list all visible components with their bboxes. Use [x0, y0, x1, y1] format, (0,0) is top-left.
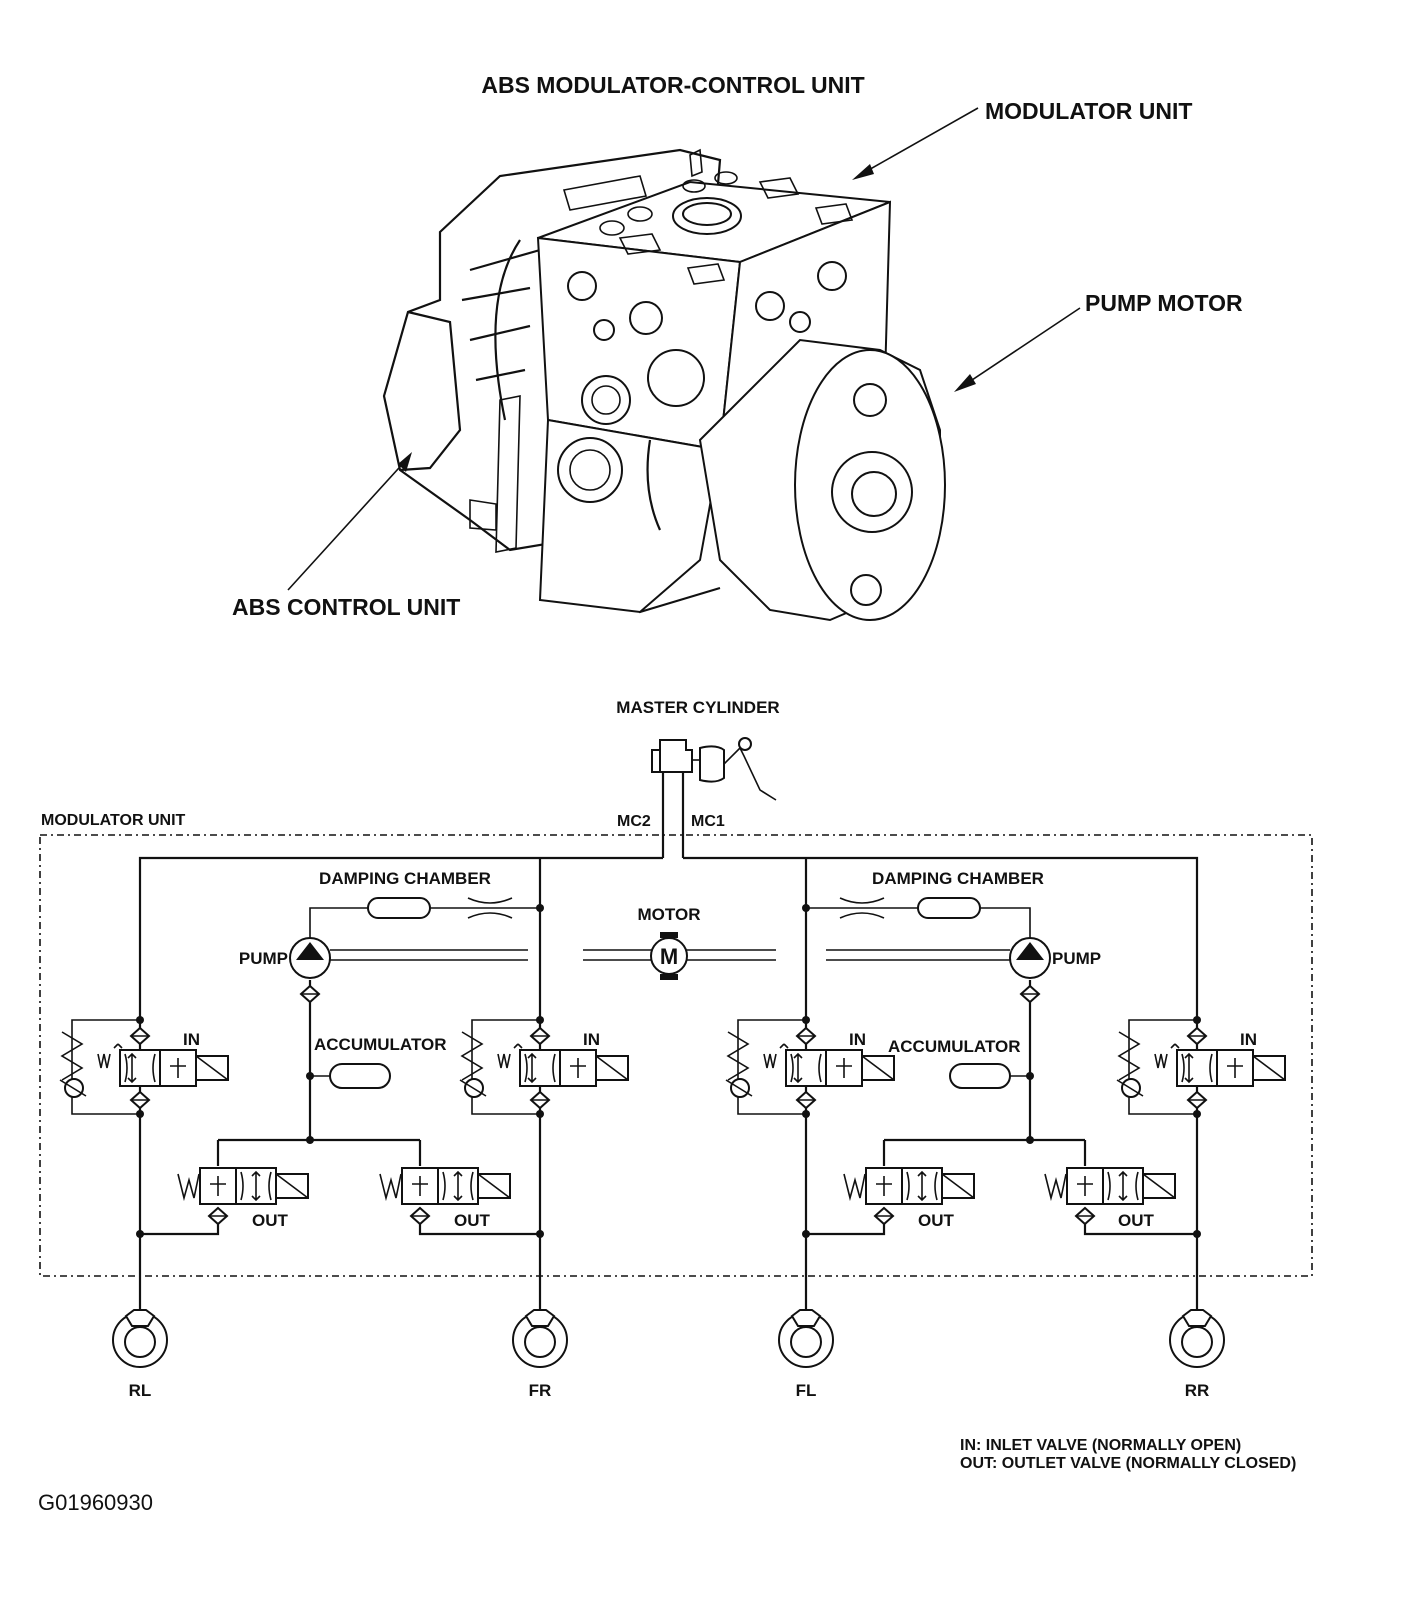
- mc1-label: MC1: [691, 813, 725, 830]
- damping-chamber-right-label: DAMPING CHAMBER: [872, 869, 1044, 888]
- wheel-label-fl: FL: [796, 1381, 817, 1400]
- outlet-label-rl: OUT: [252, 1211, 289, 1230]
- inlet-valve-fr: [459, 1027, 629, 1109]
- inlet-valve-rl: [59, 1027, 229, 1109]
- main-title: ABS MODULATOR-CONTROL UNIT: [481, 72, 864, 98]
- wheel-label-fr: FR: [529, 1381, 552, 1400]
- modulator-unit-label: MODULATOR UNIT: [985, 98, 1192, 124]
- damping-chamber-left: [367, 897, 513, 919]
- inlet-label-fl: IN: [849, 1030, 866, 1049]
- accumulator-right: [949, 1063, 1011, 1089]
- inlet-label-rr: IN: [1240, 1030, 1257, 1049]
- abs-unit-illustration: [382, 148, 946, 622]
- damping-chamber-left-label: DAMPING CHAMBER: [319, 869, 491, 888]
- wheel-label-rr: RR: [1185, 1381, 1210, 1400]
- inlet-valve-fl: [725, 1027, 895, 1109]
- modulator-unit-boundary: [39, 834, 1313, 1277]
- master-cylinder-label: MASTER CYLINDER: [616, 698, 779, 717]
- pump-right-label: PUMP: [1052, 949, 1101, 968]
- legend-inlet: IN: INLET VALVE (NORMALLY OPEN): [960, 1437, 1241, 1454]
- pump-left-label: PUMP: [239, 949, 288, 968]
- legend-outlet: OUT: OUTLET VALVE (NORMALLY CLOSED): [960, 1455, 1296, 1472]
- accumulator-right-label: ACCUMULATOR: [888, 1037, 1021, 1056]
- pump-right: [1009, 937, 1051, 1003]
- motor-label: MOTOR: [638, 905, 701, 924]
- inlet-valve-rr: [1116, 1027, 1286, 1109]
- accumulator-left-label: ACCUMULATOR: [314, 1035, 447, 1054]
- modulator-unit-box-label: MODULATOR UNIT: [41, 812, 186, 829]
- outlet-valve-rl: [177, 1167, 309, 1225]
- pump-motor-label: PUMP MOTOR: [1085, 290, 1243, 316]
- wheel-fl: [778, 1309, 834, 1368]
- wheel-rl: [112, 1309, 168, 1368]
- hydraulic-lines: [71, 856, 1199, 1314]
- master-cylinder: [651, 737, 777, 858]
- wheel-fr: [512, 1309, 568, 1368]
- wheel-label-rl: RL: [129, 1381, 152, 1400]
- outlet-label-fl: OUT: [918, 1211, 955, 1230]
- outlet-label-fr: OUT: [454, 1211, 491, 1230]
- motor-symbol: [650, 932, 688, 980]
- abs-control-unit-label: ABS CONTROL UNIT: [232, 594, 460, 620]
- accumulator-left: [329, 1063, 391, 1089]
- inlet-label-fr: IN: [583, 1030, 600, 1049]
- mc2-label: MC2: [617, 813, 651, 830]
- wheel-rr: [1169, 1309, 1225, 1368]
- figure-id: G01960930: [38, 1490, 153, 1515]
- outlet-valve-fl: [843, 1167, 975, 1225]
- pump-left: [289, 937, 331, 1003]
- outlet-valve-rr: [1044, 1167, 1176, 1225]
- damping-chamber-right: [839, 897, 981, 919]
- motor-symbol-letter: M: [660, 944, 678, 969]
- outlet-valve-fr: [379, 1167, 511, 1225]
- leader-arrows: [287, 107, 1081, 591]
- inlet-label-rl: IN: [183, 1030, 200, 1049]
- outlet-label-rr: OUT: [1118, 1211, 1155, 1230]
- junction-dots: [136, 904, 1201, 1238]
